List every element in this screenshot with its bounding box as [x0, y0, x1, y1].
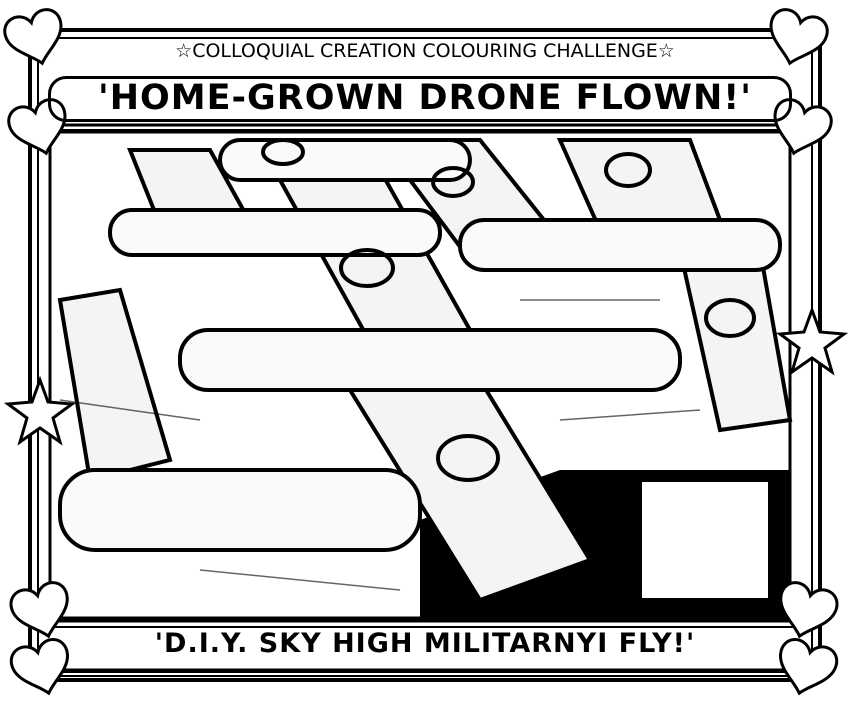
footer-band-lines: [38, 619, 812, 677]
challenge-subtitle: ☆COLLOQUIAL CREATION COLOURING CHALLENGE…: [175, 40, 675, 62]
star-icon: [3, 375, 77, 446]
star-icon: [775, 305, 849, 376]
footer-caption: 'D.I.Y. SKY HIGH MILITARNYI FLY!': [154, 628, 696, 659]
page-title: 'HOME-GROWN DRONE FLOWN!': [98, 78, 752, 118]
drone-photo: [48, 130, 793, 620]
header-band-lines: [38, 123, 812, 131]
title-box: [48, 76, 792, 122]
